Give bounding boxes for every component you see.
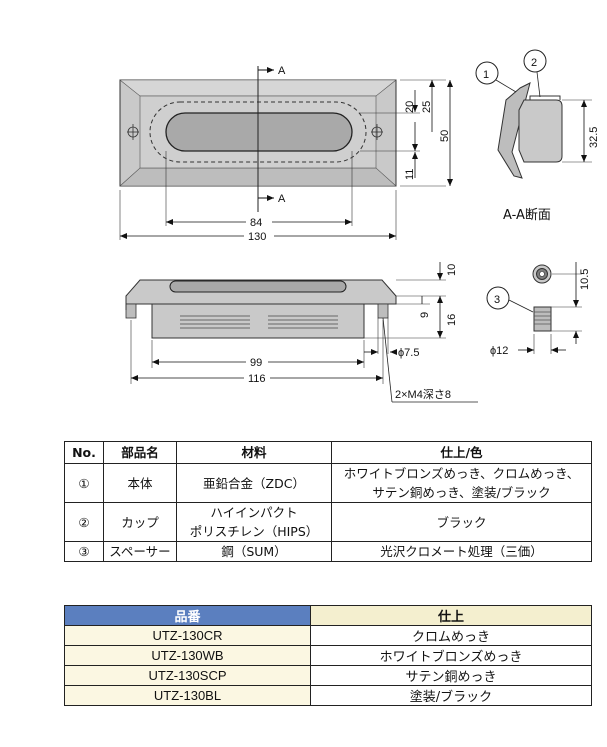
cell-model: UTZ-130SCP xyxy=(64,665,311,686)
cell-model: UTZ-130WB xyxy=(64,645,311,666)
cell-finish: 塗装/ブラック xyxy=(310,685,592,706)
table-row: ① 本体 亜鉛合金（ZDC） ホワイトブロンズめっき、クロムめっき、 サテン銅め… xyxy=(64,463,592,503)
top-view: A A 20 25 50 11 84 130 xyxy=(119,65,453,243)
cell-finish-line2: サテン銅めっき、塗装/ブラック xyxy=(372,485,551,500)
cell-no: ② xyxy=(64,502,104,542)
callout-2: 2 xyxy=(531,57,537,69)
cell-part: 本体 xyxy=(103,463,177,503)
table-row: ② カップ ハイインパクト ポリスチレン（HIPS） ブラック xyxy=(64,502,592,542)
dim-phi12: ϕ12 xyxy=(490,345,508,357)
model-table: 品番 仕上 UTZ-130CR クロムめっき UTZ-130WB ホワイトブロン… xyxy=(64,605,592,706)
cell-finish: ブラック xyxy=(331,502,592,542)
cell-finish-line1: ホワイトブロンズめっき、クロムめっき、 xyxy=(343,466,580,481)
cell-material-line2: ポリスチレン（HIPS） xyxy=(189,524,319,539)
cell-material: 鋼（SUM） xyxy=(176,541,332,562)
dim-116: 116 xyxy=(248,373,266,385)
cell-material: 亜鉛合金（ZDC） xyxy=(176,463,332,503)
dim-10-5: 10.5 xyxy=(579,269,591,290)
table-row: UTZ-130WB ホワイトブロンズめっき xyxy=(64,645,592,666)
cell-model: UTZ-130CR xyxy=(64,625,311,646)
section-view: 32.5 1 2 A-A断面 xyxy=(475,49,600,223)
table-row: UTZ-130SCP サテン銅めっき xyxy=(64,665,592,686)
screw-note: 2×M4深さ8 xyxy=(395,388,451,401)
cell-finish: クロムめっき xyxy=(310,625,592,646)
callout-3: 3 xyxy=(494,294,500,306)
cell-no: ③ xyxy=(64,541,104,562)
dim-11: 11 xyxy=(404,169,416,180)
cell-model: UTZ-130BL xyxy=(64,685,311,706)
spec-header-material: 材料 xyxy=(176,441,332,464)
cell-finish: 光沢クロメート処理（三価） xyxy=(331,541,592,562)
section-caption: A-A断面 xyxy=(503,208,551,223)
cell-material: ハイインパクト ポリスチレン（HIPS） xyxy=(176,502,332,542)
dim-50: 50 xyxy=(439,130,451,142)
dim-84: 84 xyxy=(250,217,262,229)
dim-99: 99 xyxy=(250,357,262,369)
side-view: 10 9 16 99 116 ϕ7.5 2×M4深さ8 xyxy=(125,262,478,403)
dim-9: 9 xyxy=(419,312,431,318)
spec-header-no: No. xyxy=(64,441,104,464)
model-header-model: 品番 xyxy=(64,605,311,626)
model-header-finish: 仕上 xyxy=(310,605,592,626)
dim-130: 130 xyxy=(248,231,266,243)
table-row: UTZ-130BL 塗装/ブラック xyxy=(64,685,592,706)
dim-20: 20 xyxy=(404,101,416,113)
cell-part: カップ xyxy=(103,502,177,542)
table-row: UTZ-130CR クロムめっき xyxy=(64,625,592,646)
table-row: ③ スペーサー 鋼（SUM） 光沢クロメート処理（三価） xyxy=(64,541,592,562)
dim-10: 10 xyxy=(446,264,458,276)
spec-table: No. 部品名 材料 仕上/色 ① 本体 亜鉛合金（ZDC） ホワイトブロンズめ… xyxy=(64,441,592,562)
technical-drawing: A A 20 25 50 11 84 130 32.5 xyxy=(119,49,600,403)
cell-no: ① xyxy=(64,463,104,503)
spec-header-finish: 仕上/色 xyxy=(331,441,592,464)
spec-header-row: No. 部品名 材料 仕上/色 xyxy=(64,441,592,464)
cell-part: スペーサー xyxy=(103,541,177,562)
section-marker-bottom: A xyxy=(278,193,286,205)
cell-finish: サテン銅めっき xyxy=(310,665,592,686)
dim-32-5: 32.5 xyxy=(588,127,600,148)
cell-finish: ホワイトブロンズめっき、クロムめっき、 サテン銅めっき、塗装/ブラック xyxy=(331,463,592,503)
model-header-row: 品番 仕上 xyxy=(64,605,592,626)
dim-phi7-5: ϕ7.5 xyxy=(398,347,419,359)
section-marker-top: A xyxy=(278,65,286,77)
dim-16: 16 xyxy=(446,314,458,326)
cell-material-line1: ハイインパクト xyxy=(210,505,298,520)
cell-finish: ホワイトブロンズめっき xyxy=(310,645,592,666)
callout-1: 1 xyxy=(483,69,489,81)
spacer-view: 10.5 ϕ12 3 xyxy=(486,262,591,357)
dim-25: 25 xyxy=(421,101,433,113)
spec-header-part: 部品名 xyxy=(103,441,177,464)
